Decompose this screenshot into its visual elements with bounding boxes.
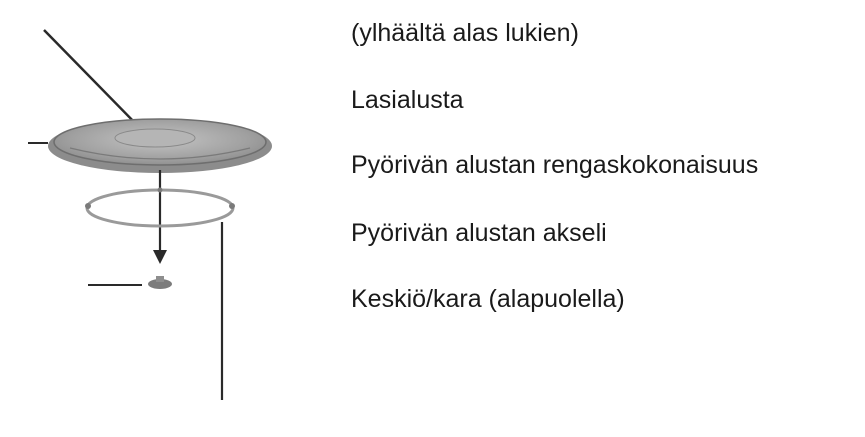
glass-tray-label: Lasialusta [351, 86, 464, 114]
shaft-arrow-icon [153, 250, 167, 264]
roller-ring [85, 187, 235, 228]
hub-coupler-body [148, 279, 172, 289]
roller-wheel-left [85, 203, 91, 209]
hub-coupler-top [156, 276, 164, 282]
part-labels: (ylhäältä alas lukien) Lasialusta Pyöriv… [351, 0, 865, 432]
glass-tray-center [114, 128, 196, 148]
roller-ring-label: Pyörivän alustan rengaskokonaisuus [351, 151, 759, 179]
glass-tray-leader-line [43, 29, 141, 129]
roller-wheel-back [157, 187, 163, 193]
turntable-shaft-label: Pyörivän alustan akseli [351, 219, 607, 247]
figure-background [0, 0, 340, 432]
reading-order-note: (ylhäältä alas lukien) [351, 19, 579, 47]
roller-wheel-right [229, 203, 235, 209]
glass-tray [48, 118, 272, 173]
hub-label: Keskiö/kara (alapuolella) [351, 285, 625, 313]
turntable-illustration [0, 0, 340, 432]
glass-tray-underside [69, 147, 251, 160]
hub-coupler [148, 276, 172, 289]
turntable-diagram [0, 0, 340, 432]
